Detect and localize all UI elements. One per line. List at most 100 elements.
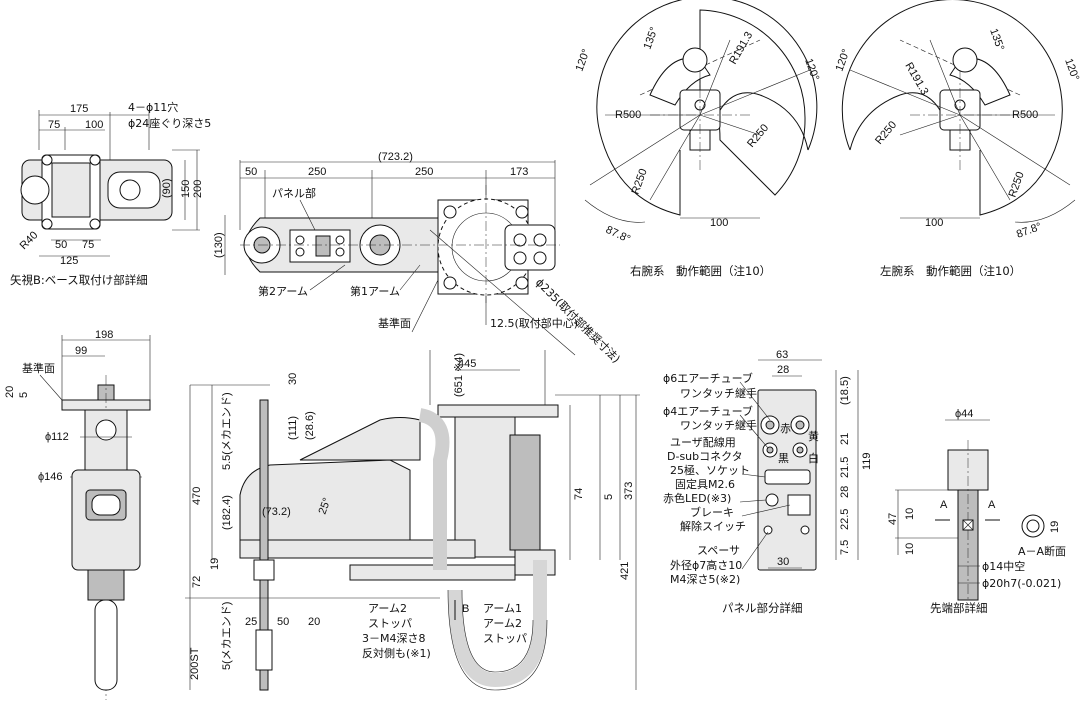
left-r250a: R250	[873, 119, 899, 147]
panel-color-yellow: 黄	[808, 429, 819, 443]
front-30: 30	[287, 373, 299, 385]
tip-14-hollow: ϕ14中空	[982, 559, 1025, 573]
tip-10a: 10	[904, 508, 916, 520]
caption-panel-detail: パネル部分詳細	[722, 601, 803, 615]
panel-color-white: 白	[808, 451, 819, 465]
front-200st: 200ST	[189, 647, 201, 680]
left-135: 135°	[987, 27, 1006, 52]
panel-label-10: 解除スイッチ	[680, 519, 746, 533]
panel-28b: 28	[839, 486, 851, 498]
front-111: (111)	[287, 416, 299, 440]
caption-right-range: 右腕系 動作範囲（注10）	[630, 264, 771, 278]
right-120a: 120°	[574, 48, 593, 73]
dim-130: (130)	[213, 232, 225, 258]
front-5: (651 ※4)	[453, 353, 465, 397]
front-373: 74	[573, 488, 585, 500]
tip-detail: ϕ44 47 10 10 A A 19 A－A断面 ϕ14中空 ϕ20h7(-0…	[887, 408, 1066, 615]
top-view: (723.2) 50 250 250 173 (130) パネル部 第2アーム …	[213, 151, 623, 366]
front-1824: (182.4)	[221, 495, 233, 530]
b-arrow-label: B	[462, 603, 469, 615]
m4-holes-label-b: 反対側も(※1)	[362, 646, 431, 660]
left-r191: R191.3	[902, 61, 930, 98]
dim-250a: 250	[308, 166, 326, 178]
right-r250a: R250	[745, 122, 771, 150]
dim-50: 50	[55, 239, 67, 251]
side-99: 99	[75, 345, 87, 357]
arm2-stopper-label: アーム2	[483, 617, 522, 630]
left-878: 87.8°	[1015, 221, 1043, 241]
side-view: 198 99 基準面 20 5 ϕ112 ϕ146	[4, 329, 151, 700]
panel-label-6: 25極、ソケット	[670, 463, 750, 477]
panel-label-1: ワンタッチ継手	[680, 386, 757, 400]
front-50: 50	[277, 616, 289, 628]
panel-215: 21.5	[839, 457, 851, 478]
panel-detail: 63 28 (18.5) 21 21.5 28 22.5 7.5 119 30 …	[663, 349, 873, 615]
panel-color-red: 赤	[780, 422, 791, 435]
left-120b: 120°	[1062, 57, 1081, 82]
caption-left-range: 左腕系 動作範囲（注10）	[880, 264, 1021, 278]
front-25: 25	[245, 616, 257, 628]
left-arm-range: 120° R191.3 135° 120° R250 R500 R250 100…	[834, 0, 1081, 278]
dim-125-mount: 12.5(取付部中心)	[490, 316, 578, 330]
right-100: 100	[710, 217, 728, 229]
arm1-stopper-label: アーム1	[483, 602, 522, 615]
dim-90: (90)	[161, 178, 173, 198]
left-r500: R500	[1012, 109, 1038, 121]
dim-175: 175	[70, 103, 88, 115]
dim-75: 75	[48, 119, 60, 131]
panel-label-3: ワンタッチ継手	[680, 418, 757, 432]
right-120b: 120°	[802, 57, 821, 82]
side-198: 198	[95, 329, 113, 341]
front-5-mechend: 5(メカエンド)	[220, 602, 233, 670]
panel-label-0: ϕ6エアーチューブ	[663, 371, 753, 385]
side-112: ϕ112	[45, 431, 69, 443]
panel-30: 30	[777, 556, 789, 568]
tip-a-left: A	[940, 499, 948, 511]
tip-47: 47	[887, 513, 899, 525]
dim-200: 200	[192, 180, 204, 198]
panel-225: 22.5	[839, 509, 851, 530]
front-445: 373	[623, 482, 635, 500]
front-19: 19	[209, 558, 221, 570]
front-72: 72	[191, 576, 203, 588]
tip-44: ϕ44	[955, 408, 973, 420]
panel-63: 63	[776, 349, 788, 361]
side-ref-plane: 基準面	[22, 361, 55, 375]
side-5: 5	[18, 392, 30, 398]
front-732: (73.2)	[262, 506, 291, 518]
panel-label-4: ユーザ配線用	[670, 435, 736, 449]
panel-color-black: 黒	[778, 452, 789, 465]
panel-21: 21	[839, 433, 851, 445]
panel-label-8: 赤色LED(※3)	[663, 491, 731, 505]
tip-a-right: A	[988, 499, 996, 511]
counterbore-label: ϕ24座ぐり深さ5	[128, 116, 211, 130]
dim-100: 100	[85, 119, 103, 131]
caption-aa: A－A断面	[1018, 544, 1066, 558]
label-arm1: 第1アーム	[350, 284, 400, 298]
panel-label-5: D-subコネクタ	[667, 450, 743, 463]
label-panel: パネル部	[272, 186, 316, 200]
panel-185: (18.5)	[839, 376, 851, 405]
right-878: 87.8°	[604, 224, 632, 246]
dim-125: 125	[60, 255, 78, 267]
stopper-arm2-label-b: ストッパ	[368, 617, 412, 630]
panel-label-9: ブレーキ	[690, 505, 734, 519]
label-arm2: 第2アーム	[258, 284, 308, 298]
stopper-arm2-label: アーム2	[368, 602, 407, 615]
panel-label-13: M4深さ5(※2)	[670, 573, 740, 586]
front-470: 470	[191, 487, 203, 505]
dim-250b: 250	[415, 166, 433, 178]
panel-label-2: ϕ4エアーチューブ	[663, 404, 753, 418]
stopper-label: ストッパ	[483, 632, 527, 645]
dim-50-top: 50	[245, 166, 257, 178]
hole-label: 4－ϕ11穴	[128, 100, 178, 114]
front-20: 20	[308, 616, 320, 628]
dim-173: 173	[510, 166, 528, 178]
front-25deg: 25°	[317, 496, 334, 516]
panel-label-7: 固定具M2.6	[675, 477, 735, 491]
left-r250b: R250	[1007, 170, 1027, 199]
front-55-mechend: 5.5(メカエンド)	[220, 392, 233, 470]
panel-119: 119	[861, 452, 873, 470]
m4-holes-label: 3－M4深さ8	[362, 632, 426, 645]
